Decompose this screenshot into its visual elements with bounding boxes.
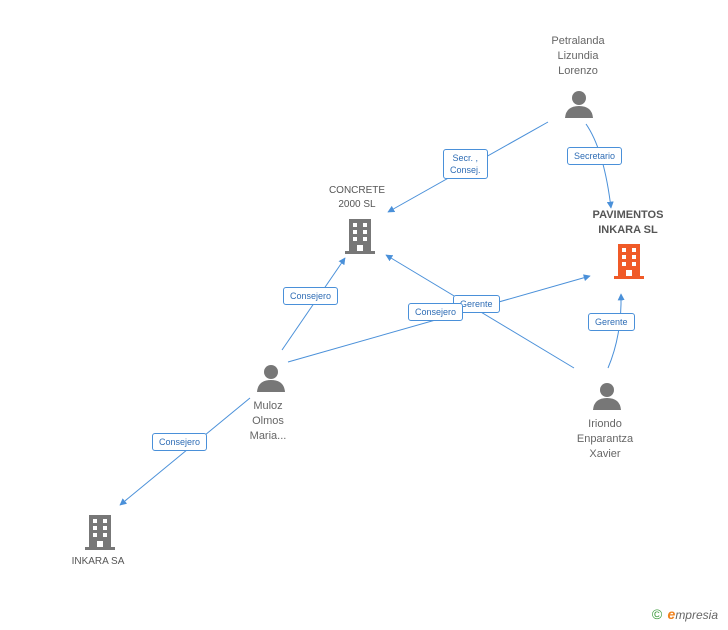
brand-initial: e: [667, 606, 676, 622]
edge-label-muloz-concrete[interactable]: Consejero: [283, 287, 339, 305]
person-icon-petralanda[interactable]: [564, 89, 594, 119]
edge-muloz-inkara[interactable]: [119, 397, 251, 506]
edge-label-muloz-pavimentos[interactable]: Consejero: [408, 303, 464, 321]
edge-label-petralanda-concrete[interactable]: Secr. , Consej.: [443, 149, 488, 179]
node-label-petralanda[interactable]: Petralanda Lizundia Lorenzo: [551, 35, 605, 77]
edge-petralanda-pavimentos[interactable]: [585, 123, 614, 209]
edge-label-petralanda-pavimentos[interactable]: Secretario: [567, 147, 623, 165]
building-icon-inkara[interactable]: [85, 514, 115, 550]
brand-name: mpresia: [675, 608, 718, 622]
person-icon-iriondo[interactable]: [592, 381, 622, 411]
edge-iriondo-pavimentos[interactable]: [607, 293, 625, 369]
node-label-iriondo[interactable]: Iriondo Enparantza Xavier: [576, 418, 634, 460]
building-icon-concrete[interactable]: [345, 218, 375, 254]
node-label-concrete[interactable]: CONCRETE 2000 SL: [328, 185, 386, 210]
node-label-pavimentos[interactable]: PAVIMENTOS INKARA SL: [592, 209, 664, 236]
person-icon-muloz[interactable]: [256, 363, 286, 393]
footer-brand[interactable]: © empresia: [652, 606, 718, 622]
edge-label-iriondo-pavimentos[interactable]: Gerente: [588, 313, 635, 331]
building-icon-pavimentos[interactable]: [614, 243, 644, 279]
node-label-muloz[interactable]: Muloz Olmos Maria...: [249, 400, 287, 442]
copyright-icon: ©: [651, 606, 663, 622]
node-label-inkara[interactable]: INKARA SA: [71, 556, 125, 567]
edge-label-muloz-inkara[interactable]: Consejero: [152, 433, 208, 451]
